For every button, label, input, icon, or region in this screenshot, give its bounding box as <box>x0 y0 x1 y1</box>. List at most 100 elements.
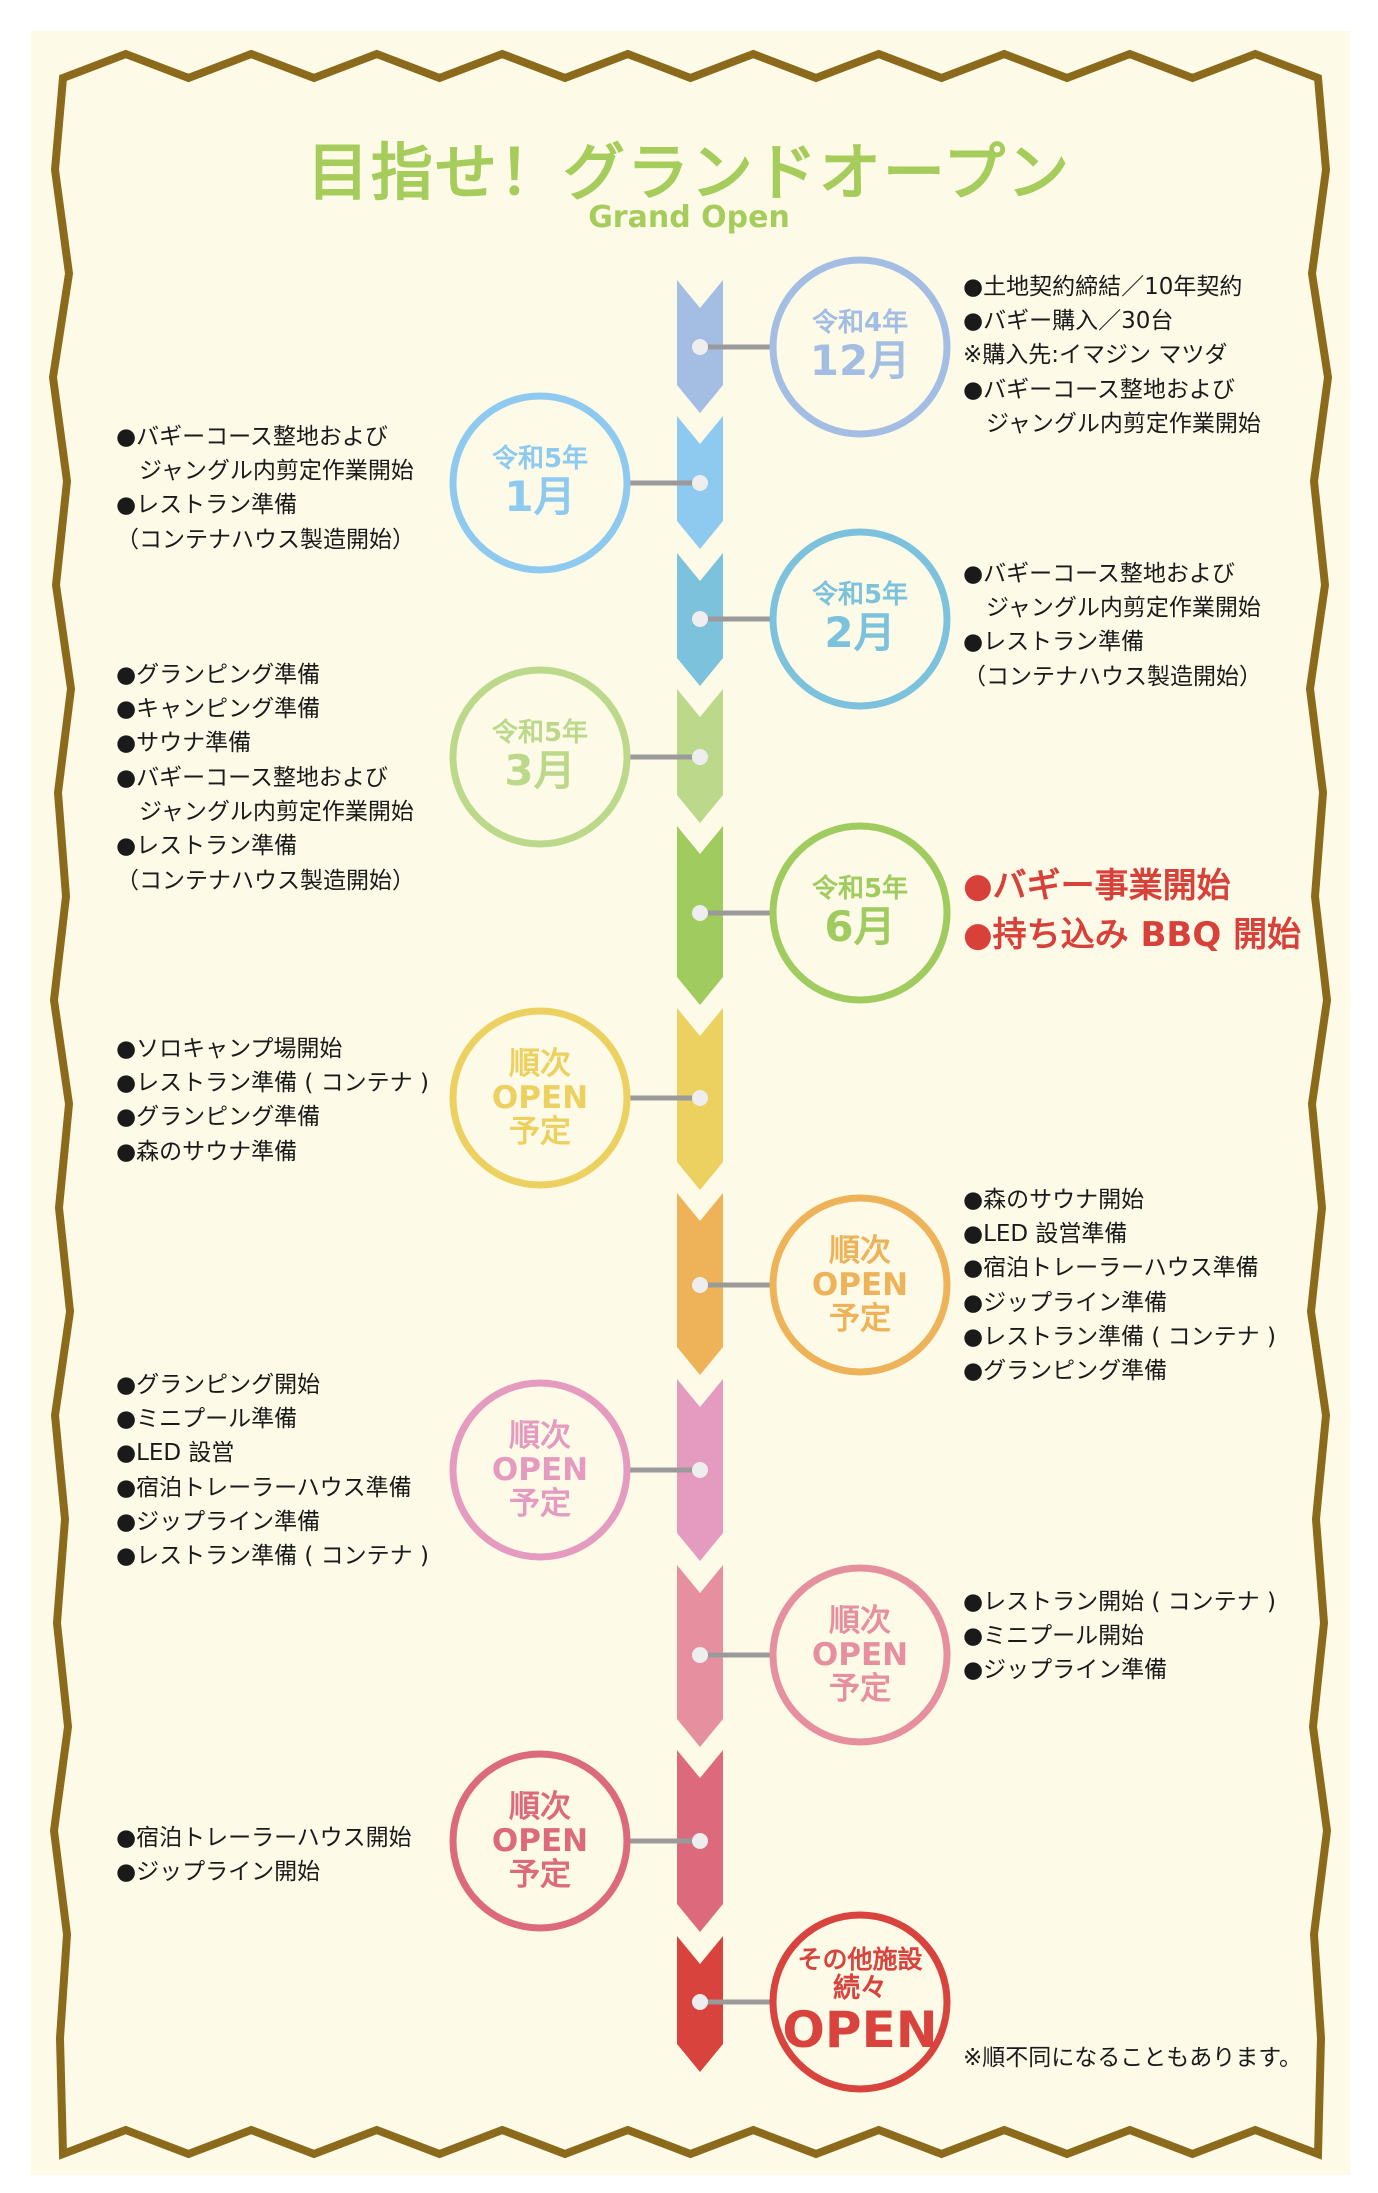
milestone-circle <box>449 666 631 848</box>
milestone-circle <box>769 822 951 1004</box>
milestone-item: （コンテナハウス製造開始） <box>116 867 415 894</box>
milestone-item: ●バギーコース整地および <box>116 423 388 450</box>
milestone-item: ●宿泊トレーラーハウス準備 <box>963 1255 1259 1282</box>
milestone-circle <box>769 1194 951 1376</box>
milestone-items: ●ソロキャンプ場開始 ●レストラン準備 ( コンテナ ) ●グランピング準備 ●森のサ… <box>116 1032 429 1169</box>
milestone-circle <box>769 256 951 438</box>
milestone-label-line: 2月 <box>824 607 896 657</box>
milestone-items: ●土地契約締結／10年契約 ●バギー購入／30台 ※購入先:イマジン マツダ ●バギー… <box>963 270 1261 441</box>
milestone-items: ●バギーコース整地および ジャングル内剪定作業開始 ●レストラン準備 （コンテナハウ… <box>963 557 1262 694</box>
timeline-dot <box>692 475 708 491</box>
milestone-item: ●バギーコース整地および <box>116 764 388 791</box>
milestone-item: ジャングル内剪定作業開始 <box>963 595 1261 622</box>
milestone-item: ●LED 設営準備 <box>963 1221 1128 1248</box>
milestone-item: ●レストラン準備 ( コンテナ ) <box>963 1324 1276 1351</box>
milestone-item: ●ミニプール開始 <box>963 1623 1145 1650</box>
poster-subtitle: Grand Open <box>588 200 790 235</box>
footnote-text: ※順不同になることもあります。 <box>963 2044 1302 2071</box>
milestone-label-line: 令和4年 <box>811 308 909 338</box>
milestone-item: ●持ち込み BBQ 開始 <box>963 914 1302 955</box>
milestone-item: ●サウナ準備 <box>116 730 252 757</box>
milestone-label-line: 令和5年 <box>811 874 909 904</box>
milestone-label-line: OPEN <box>491 1080 589 1117</box>
milestone-item: （コンテナハウス製造開始） <box>963 663 1262 690</box>
milestone-circle <box>769 1911 951 2093</box>
milestone-item: ●バギーコース整地および <box>963 560 1235 587</box>
milestone-item: ●森のサウナ準備 <box>116 1138 298 1165</box>
milestone-label-line: 順次 <box>829 1233 891 1269</box>
timeline-dot <box>692 1833 708 1849</box>
milestone-label-line: 予定 <box>829 1301 891 1338</box>
milestone-items: ●森のサウナ開始 ●LED 設営準備 ●宿泊トレーラーハウス準備 ●ジップライン準備 ●… <box>963 1183 1276 1389</box>
milestone-item: ●バギー事業開始 <box>963 865 1231 906</box>
timeline-dot <box>692 749 708 765</box>
milestone-item: ●ソロキャンプ場開始 <box>116 1035 343 1062</box>
milestone-label-line: 順次 <box>509 1789 571 1825</box>
milestone-label-line: その他施設 <box>797 1945 923 1974</box>
milestone-label-line: 令和5年 <box>491 444 589 474</box>
wavy-border <box>48 49 1333 2160</box>
milestone-item: ●レストラン準備 <box>116 492 298 519</box>
milestone-item: ●ミニプール準備 <box>116 1406 298 1433</box>
milestone-circle <box>769 528 951 710</box>
milestone-item: ●レストラン準備 <box>963 629 1145 656</box>
milestone-item: ●グランピング開始 <box>116 1371 321 1398</box>
milestone-item: ●レストラン準備 ( コンテナ ) <box>116 1070 429 1097</box>
milestone-item: ●グランピング準備 <box>116 1104 321 1131</box>
poster-title: 目指せ！グランドオープン <box>306 136 1072 209</box>
timeline-dot <box>692 611 708 627</box>
milestone-label-line: 6月 <box>824 901 896 951</box>
milestone-label-line: 12月 <box>809 335 911 385</box>
milestone-items: ●グランピング準備●キャンピング準備●サウナ準備●バギーコース整地および ジャン… <box>116 658 415 898</box>
milestone-item: ●バギー購入／30台 <box>963 308 1174 335</box>
milestone-item: ジャングル内剪定作業開始 <box>116 799 414 826</box>
milestone-item: ●ジップライン準備 <box>963 1289 1168 1316</box>
milestone-item: ●バギーコース整地および <box>963 376 1235 403</box>
timeline-dot <box>692 1277 708 1293</box>
milestone-item: ●LED 設営 <box>116 1440 235 1467</box>
milestone-label-line: 予定 <box>509 1114 571 1151</box>
milestone-circle <box>449 392 631 574</box>
timeline-dot <box>692 339 708 355</box>
milestone-items: ●グランピング開始 ●ミニプール準備 ●LED 設営 ●宿泊トレーラーハウス準備 ●ジッ… <box>116 1368 429 1574</box>
milestone-item: ジャングル内剪定作業開始 <box>963 411 1261 438</box>
milestone-item: ●宿泊トレーラーハウス開始 <box>116 1824 412 1851</box>
milestone-item: ●グランピング準備 <box>116 661 321 688</box>
milestone-item: ●宿泊トレーラーハウス準備 <box>116 1474 412 1501</box>
timeline-dot <box>692 1647 708 1663</box>
milestone-label-line: 順次 <box>829 1603 891 1639</box>
milestone-item: ●ジップライン開始 <box>116 1859 321 1886</box>
milestone-label-line: OPEN <box>811 1267 909 1304</box>
milestone-item: ●ジップライン準備 <box>116 1509 321 1536</box>
milestone-item: （コンテナハウス製造開始） <box>116 526 415 553</box>
milestone-item: ●土地契約締結／10年契約 <box>963 273 1243 300</box>
milestone-label-line: 令和5年 <box>491 718 589 748</box>
milestone-item: ●グランピング準備 <box>963 1358 1168 1385</box>
milestone-label-line: 3月 <box>504 745 576 795</box>
milestone-label-line: 続々 <box>833 1972 887 2004</box>
milestone-item: ●ジップライン準備 <box>963 1657 1168 1684</box>
milestone-label-line: OPEN <box>782 2001 938 2060</box>
milestone-item: ※購入先:イマジン マツダ <box>963 342 1228 369</box>
milestone-items: ●宿泊トレーラーハウス開始 ●ジップライン開始 <box>116 1821 412 1890</box>
milestone-items: ●バギーコース整地および ジャングル内剪定作業開始●レストラン準備（コンテナハウ… <box>116 420 415 557</box>
milestone-label-line: 予定 <box>829 1671 891 1708</box>
milestone-label-line: 予定 <box>509 1486 571 1523</box>
milestone-label-line: 順次 <box>509 1418 571 1454</box>
milestone-label-line: 1月 <box>504 471 576 521</box>
milestone-item: ●森のサウナ開始 <box>963 1186 1145 1213</box>
milestone-circle <box>449 1007 631 1189</box>
milestone-label-line: OPEN <box>491 1452 589 1489</box>
